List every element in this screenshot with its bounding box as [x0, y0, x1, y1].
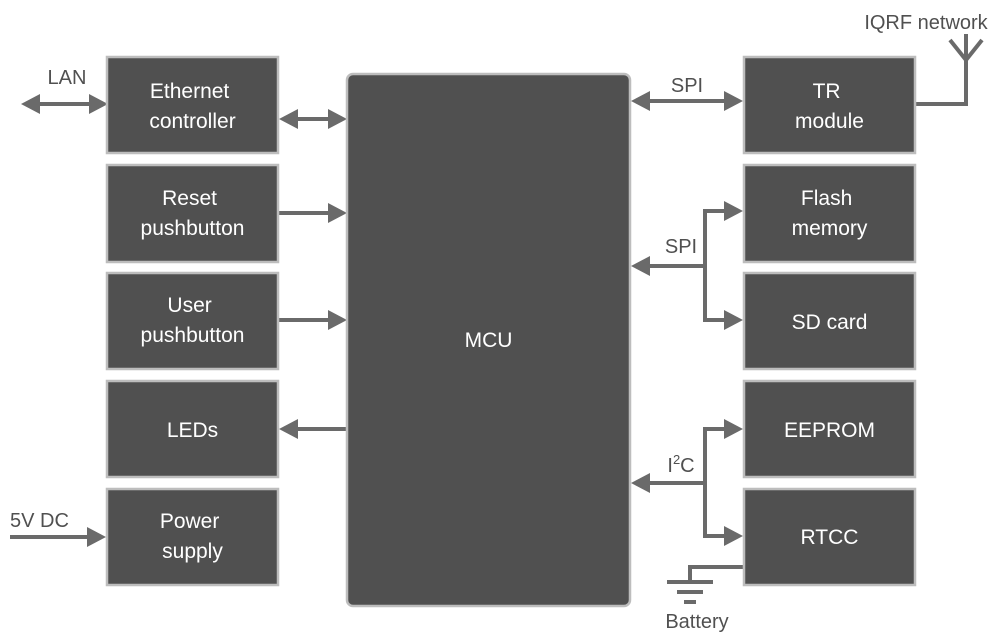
flash-label-1: Flash: [801, 187, 852, 210]
eeprom-arrowhead: [724, 419, 743, 439]
reset-arrowhead: [328, 203, 347, 223]
leds-arrowhead: [279, 419, 298, 439]
rtcc-arrowhead: [724, 526, 743, 546]
ethernet-label-2: controller: [149, 110, 235, 133]
tr-module-block: [742, 55, 917, 155]
ethernet-controller-block: [105, 55, 280, 155]
mcu-label: MCU: [465, 329, 513, 352]
antenna-icon: [948, 38, 984, 64]
power-label-1: Power: [160, 510, 220, 533]
power-label-2: supply: [162, 540, 223, 563]
svg-text:Ethernet controller: Ethernet controller: [149, 80, 235, 133]
svg-text:User pushbutton: User pushbutton: [141, 294, 245, 347]
i2c-arrowhead: [631, 473, 650, 493]
reset-pushbutton-block: [105, 163, 280, 264]
power-supply-block: [105, 487, 280, 587]
reset-label-1: Reset: [162, 187, 217, 210]
eeprom-label: EEPROM: [784, 419, 875, 442]
user-label-1: User: [167, 294, 211, 317]
flash-label-2: memory: [792, 217, 868, 240]
mcu-block: [345, 72, 632, 608]
battery-line: [688, 565, 744, 582]
sd-arrowhead: [724, 310, 743, 330]
sd-card-block: [742, 271, 917, 371]
user-pushbutton-block: [105, 271, 280, 371]
battery-label: Battery: [665, 611, 728, 632]
connectors: [10, 34, 984, 604]
svg-text:Flash memory: Flash memory: [792, 187, 868, 240]
sd-label: SD card: [792, 311, 868, 334]
lan-arrowhead-right: [89, 94, 108, 114]
reset-label-2: pushbutton: [141, 217, 245, 240]
ethernet-label-1: Ethernet: [150, 80, 230, 103]
external-labels: LAN 5V DC IQRF network SPI SPI I2C Batte…: [10, 12, 989, 632]
tr-label-1: TR: [813, 80, 841, 103]
svg-text:TR module: TR module: [795, 80, 864, 133]
user-label-2: pushbutton: [141, 324, 245, 347]
leds-block: [105, 379, 280, 479]
lan-label: LAN: [48, 67, 87, 89]
leds-label: LEDs: [167, 419, 218, 442]
ethernet-arrowhead: [279, 109, 298, 129]
user-arrowhead: [328, 310, 347, 330]
blocks: Ethernet controller Reset pushbutton Use…: [105, 55, 917, 608]
rtcc-label: RTCC: [801, 526, 859, 549]
eeprom-block: [742, 379, 917, 479]
arrowheads: [21, 91, 743, 547]
iqrf-network-label: IQRF network: [864, 12, 988, 34]
spi-mem-arrowhead: [631, 256, 650, 276]
svg-text:Reset pushbutton: Reset pushbutton: [141, 187, 245, 240]
rtcc-block: [742, 487, 917, 587]
spi-tr-arrowhead-left: [631, 91, 650, 111]
lan-arrowhead-left: [21, 94, 40, 114]
antenna-line: [916, 34, 968, 106]
spi-tr-label: SPI: [671, 75, 703, 97]
mcu-ethernet-arrowhead: [328, 109, 347, 129]
dc-label: 5V DC: [10, 510, 69, 532]
i2c-label: I2C: [667, 452, 694, 477]
flash-memory-block: [742, 163, 917, 264]
spi-tr-arrowhead-right: [724, 91, 743, 111]
svg-text:Power supply: Power supply: [160, 510, 225, 563]
tr-label-2: module: [795, 110, 864, 133]
spi-memory-label: SPI: [665, 236, 697, 258]
dc-arrowhead: [87, 527, 106, 547]
flash-arrowhead: [724, 201, 743, 221]
